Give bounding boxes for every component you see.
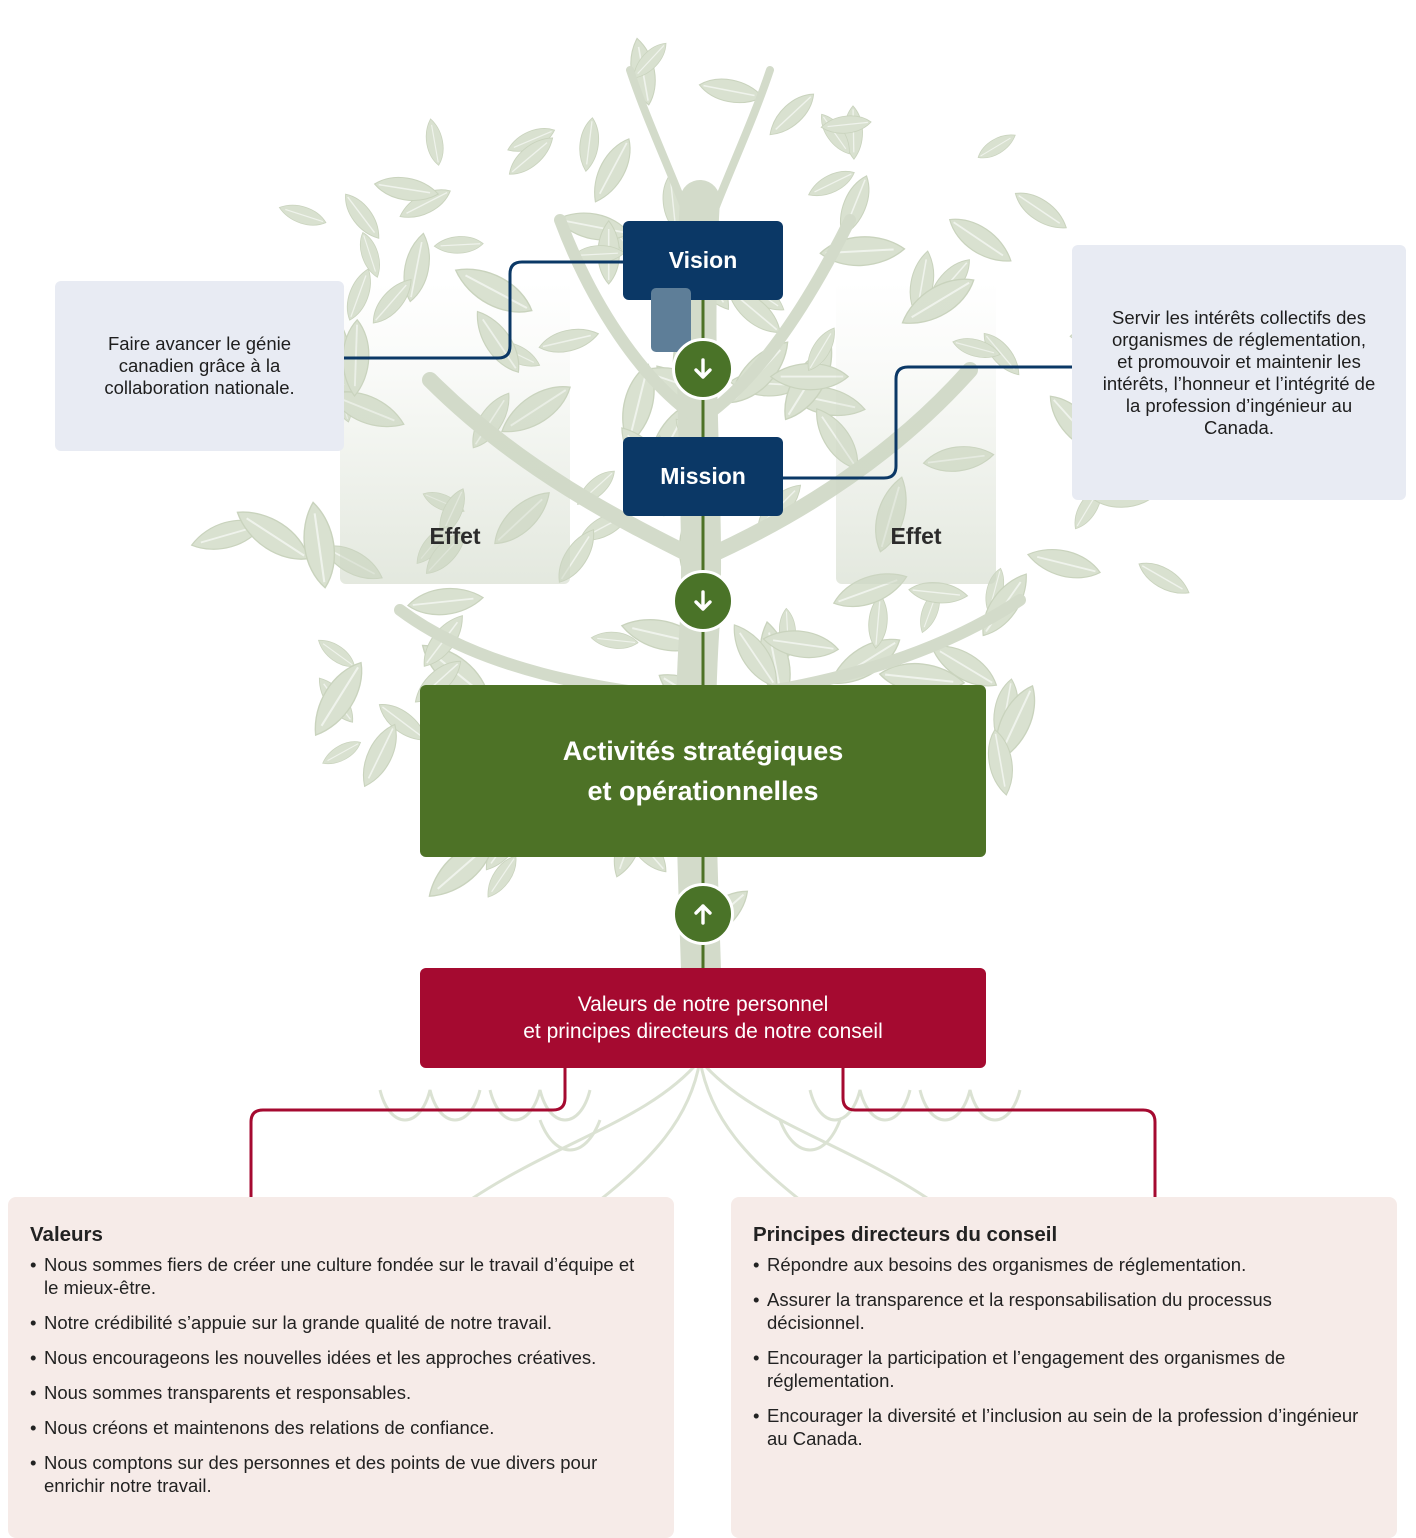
vision-box: Vision bbox=[623, 221, 783, 300]
vision-label: Vision bbox=[668, 247, 738, 273]
foundation-box: Valeurs de notre personnel et principes … bbox=[420, 968, 986, 1068]
effect-label-left: Effet bbox=[429, 523, 481, 549]
foundation-line1: Valeurs de notre personnel bbox=[577, 993, 829, 1016]
arrow-down-icon bbox=[672, 570, 734, 632]
values-title: Valeurs bbox=[30, 1223, 103, 1246]
foundation-line2: et principes directeurs de notre conseil bbox=[523, 1020, 883, 1043]
list-item: Nous encourageons les nouvelles idées et… bbox=[30, 1346, 650, 1369]
list-item: Assurer la transparence et la responsabi… bbox=[753, 1288, 1373, 1334]
values-panel: Valeurs Nous sommes fiers de créer une c… bbox=[8, 1197, 674, 1538]
vision-text: Faire avancer le génie canadien grâce à … bbox=[104, 333, 295, 398]
arrow-up-icon bbox=[672, 883, 734, 945]
list-item: Nous sommes fiers de créer une culture f… bbox=[30, 1253, 650, 1299]
list-item: Nous sommes transparents et responsables… bbox=[30, 1381, 650, 1404]
arrow-down-icon bbox=[672, 338, 734, 400]
vision-text-box: Faire avancer le génie canadien grâce à … bbox=[55, 281, 344, 451]
effect-panel-right: Effet bbox=[836, 282, 996, 584]
principles-title: Principes directeurs du conseil bbox=[753, 1223, 1058, 1246]
list-item: Notre crédibilité s’appuie sur la grande… bbox=[30, 1311, 650, 1334]
effect-label-right: Effet bbox=[890, 523, 942, 549]
activities-line1: Activités stratégiques bbox=[562, 736, 844, 766]
list-item: Nous comptons sur des personnes et des p… bbox=[30, 1451, 650, 1497]
mission-text: Servir les intérêts collectifs des organ… bbox=[1102, 306, 1376, 438]
vision-tab bbox=[651, 288, 691, 352]
list-item: Encourager la participation et l’engagem… bbox=[753, 1346, 1373, 1392]
values-list: Nous sommes fiers de créer une culture f… bbox=[30, 1253, 650, 1497]
mission-text-box: Servir les intérêts collectifs des organ… bbox=[1072, 245, 1406, 500]
list-item: Répondre aux besoins des organismes de r… bbox=[753, 1253, 1373, 1276]
list-item: Encourager la diversité et l’inclusion a… bbox=[753, 1404, 1373, 1450]
mission-label: Mission bbox=[660, 463, 746, 489]
mission-box: Mission bbox=[623, 437, 783, 516]
principles-list: Répondre aux besoins des organismes de r… bbox=[753, 1253, 1373, 1450]
list-item: Nous créons et maintenons des relations … bbox=[30, 1416, 650, 1439]
activities-line2: et opérationnelles bbox=[587, 776, 819, 806]
activities-box: Activités stratégiques et opérationnelle… bbox=[420, 685, 986, 857]
effect-panel-left: Effet bbox=[340, 282, 570, 584]
principles-panel: Principes directeurs du conseil Répondre… bbox=[731, 1197, 1397, 1538]
